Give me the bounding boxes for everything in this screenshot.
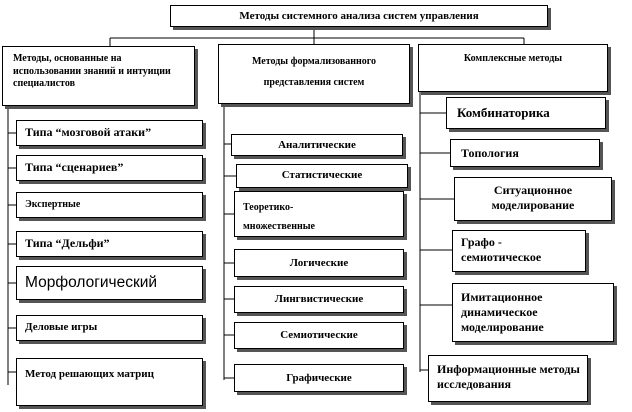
group-header-intuition: Методы, основанные на использовании знан…: [2, 46, 195, 106]
method-situational-modeling: Ситуационное моделирование: [454, 177, 612, 221]
group-header-formalized: Методы формализованного представления си…: [218, 44, 410, 104]
method-morphological: Морфологический: [16, 266, 203, 300]
method-analytical: Аналитические: [231, 134, 403, 156]
method-delphi: Типа “Дельфи”: [16, 231, 203, 257]
method-brainstorming: Типа “мозговой атаки”: [16, 120, 203, 146]
method-linguistic: Лингвистические: [234, 286, 404, 313]
method-expert: Экспертные: [16, 192, 203, 218]
diagram-title: Методы системного анализа систем управле…: [170, 5, 548, 27]
group-header-complex: Комплексные методы: [418, 44, 608, 92]
method-information-research: Информационные методы исследования: [428, 355, 588, 402]
method-statistical: Статистические: [236, 164, 408, 188]
method-decision-matrices: Метод решающих матриц: [16, 358, 203, 406]
method-semiotic: Семиотические: [234, 322, 404, 349]
method-simulation-modeling: Имитационное динамическое моделирование: [452, 283, 614, 342]
method-grapho-semiotic: Графо - семиотическое: [452, 230, 586, 272]
method-scenarios: Типа “сценариев”: [16, 155, 203, 181]
method-logical: Логические: [234, 249, 404, 277]
method-graphic: Графические: [234, 364, 404, 392]
method-topology: Топология: [450, 139, 600, 167]
method-business-games: Деловые игры: [16, 315, 203, 341]
method-combinatorics: Комбинаторика: [446, 97, 606, 129]
method-set-theoretic: Теоретико-множественные: [234, 191, 404, 237]
